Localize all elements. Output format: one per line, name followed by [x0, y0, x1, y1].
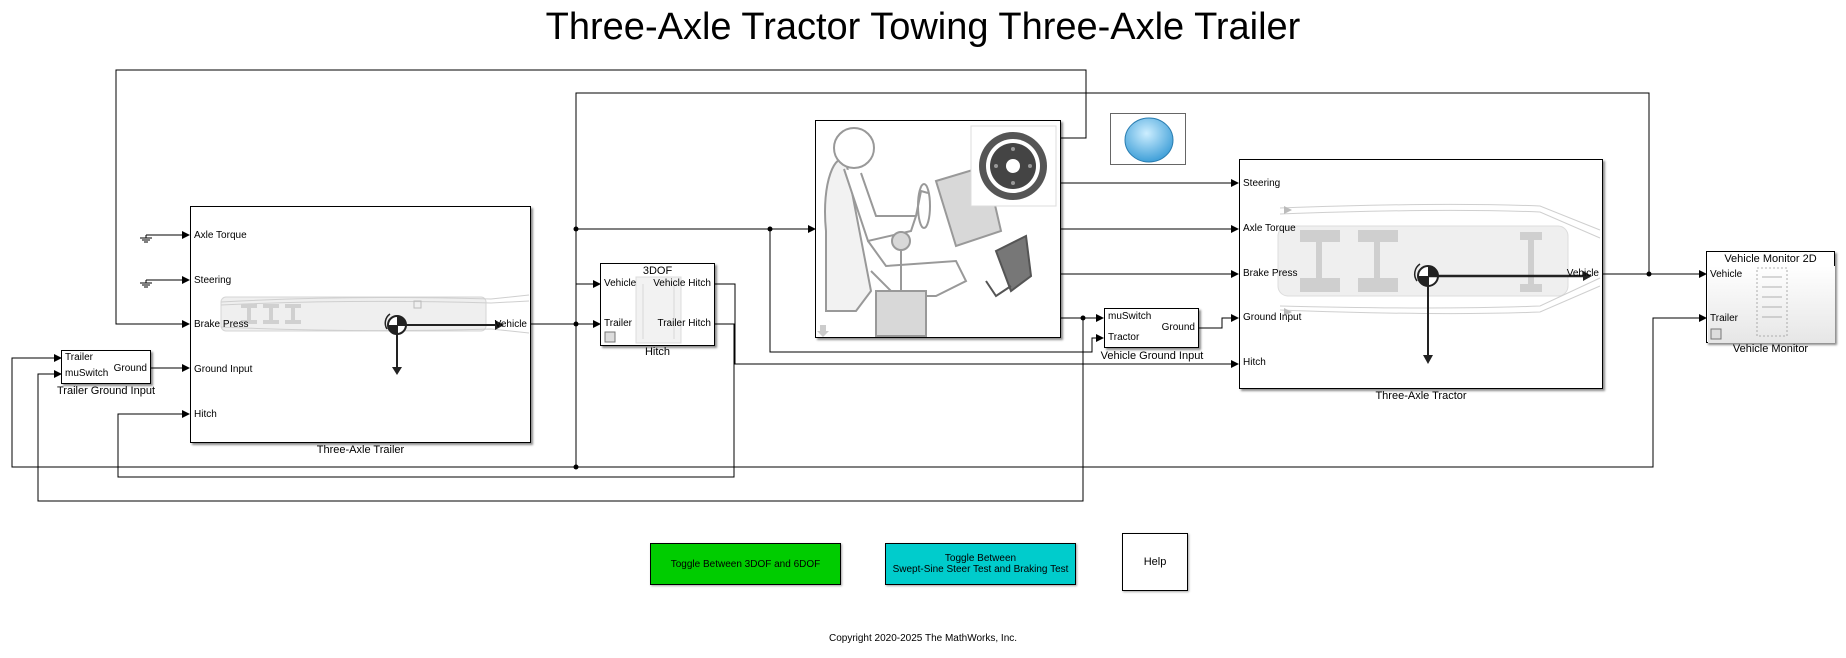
port-steering: Steering: [1243, 178, 1281, 189]
steering-wheel-icon: [979, 132, 1047, 200]
toggle-test-button[interactable]: Toggle Between Swept-Sine Steer Test and…: [885, 543, 1076, 585]
port-vehicle: Vehicle: [494, 319, 527, 330]
driver-block[interactable]: [815, 120, 1061, 338]
port-ground: Ground: [1161, 322, 1195, 333]
three-axle-trailer-block[interactable]: Axle Torque Steering Brake Press Ground …: [190, 206, 531, 443]
port-axle-torque: Axle Torque: [1243, 223, 1296, 234]
vehicle-monitor-caption: Vehicle Monitor: [1732, 343, 1809, 355]
vehicle-ground-input-block[interactable]: muSwitch Tractor Ground: [1104, 308, 1199, 348]
vehicle-body-icon: [1277, 203, 1601, 364]
port-trailer-hitch: Trailer Hitch: [657, 318, 711, 329]
ground-icon: [140, 231, 190, 243]
help-label: Help: [1143, 555, 1167, 568]
port-trailer: Trailer: [1710, 313, 1738, 324]
scope-icon: [1708, 266, 1835, 343]
diagram-title: Three-Axle Tractor Towing Three-Axle Tra…: [545, 6, 1301, 48]
port-axle-torque: Axle Torque: [194, 230, 247, 241]
hitch-caption: Hitch: [644, 346, 671, 358]
port-ground-input: Ground Input: [1243, 312, 1302, 323]
cg-marker-icon: [1413, 263, 1592, 364]
port-vehicle: Vehicle: [1710, 269, 1743, 280]
hitch-block[interactable]: 3DOF Vehicle Trailer Vehicle Hitch Trail…: [600, 263, 715, 346]
toggle-test-label-line2: Swept-Sine Steer Test and Braking Test: [892, 564, 1069, 575]
port-vehicle: Vehicle: [1566, 268, 1599, 279]
copyright: Copyright 2020-2025 The MathWorks, Inc.: [828, 633, 1018, 644]
driver-icon: [817, 125, 1057, 337]
toggle-dof-label: Toggle Between 3DOF and 6DOF: [670, 558, 821, 570]
port-steering: Steering: [194, 275, 232, 286]
port-trailer: Trailer: [65, 352, 93, 363]
port-muswitch: muSwitch: [65, 368, 109, 379]
port-ground-input: Ground Input: [194, 364, 253, 375]
trailer-ground-input-caption: Trailer Ground Input: [56, 385, 156, 397]
three-axle-tractor-block[interactable]: Steering Axle Torque Brake Press Ground …: [1239, 159, 1603, 389]
vehicle-ground-input-caption: Vehicle Ground Input: [1100, 350, 1204, 362]
port-hitch: Hitch: [1243, 357, 1266, 368]
port-tractor: Tractor: [1108, 332, 1140, 343]
port-vehicle: Vehicle: [604, 278, 637, 289]
cg-marker-icon: [384, 313, 504, 375]
help-button[interactable]: Help: [1122, 533, 1188, 591]
lamp-icon: [1124, 117, 1174, 163]
toggle-test-label-line1: Toggle Between: [944, 553, 1017, 564]
toggle-dof-button[interactable]: Toggle Between 3DOF and 6DOF: [650, 543, 841, 585]
trailer-ground-input-block[interactable]: Trailer muSwitch Ground: [61, 350, 151, 384]
ground-icon: [140, 276, 190, 288]
vehicle-monitor-block[interactable]: Vehicle Monitor 2D Vehicle Trailer: [1706, 251, 1835, 343]
port-hitch: Hitch: [194, 409, 217, 420]
three-axle-tractor-caption: Three-Axle Tractor: [1375, 390, 1467, 402]
port-vehicle-hitch: Vehicle Hitch: [653, 278, 711, 289]
port-muswitch: muSwitch: [1108, 311, 1152, 322]
port-trailer: Trailer: [604, 318, 632, 329]
three-axle-trailer-caption: Three-Axle Trailer: [316, 444, 405, 456]
lamp-block[interactable]: [1110, 113, 1186, 165]
vehicle-body-icon: [220, 294, 530, 375]
port-brake-press: Brake Press: [1243, 268, 1298, 279]
hitch-mode-label: 3DOF: [642, 265, 673, 277]
monitor-title: Vehicle Monitor 2D: [1724, 253, 1817, 265]
port-ground: Ground: [113, 363, 147, 374]
port-brake-press: Brake Press: [194, 319, 249, 330]
